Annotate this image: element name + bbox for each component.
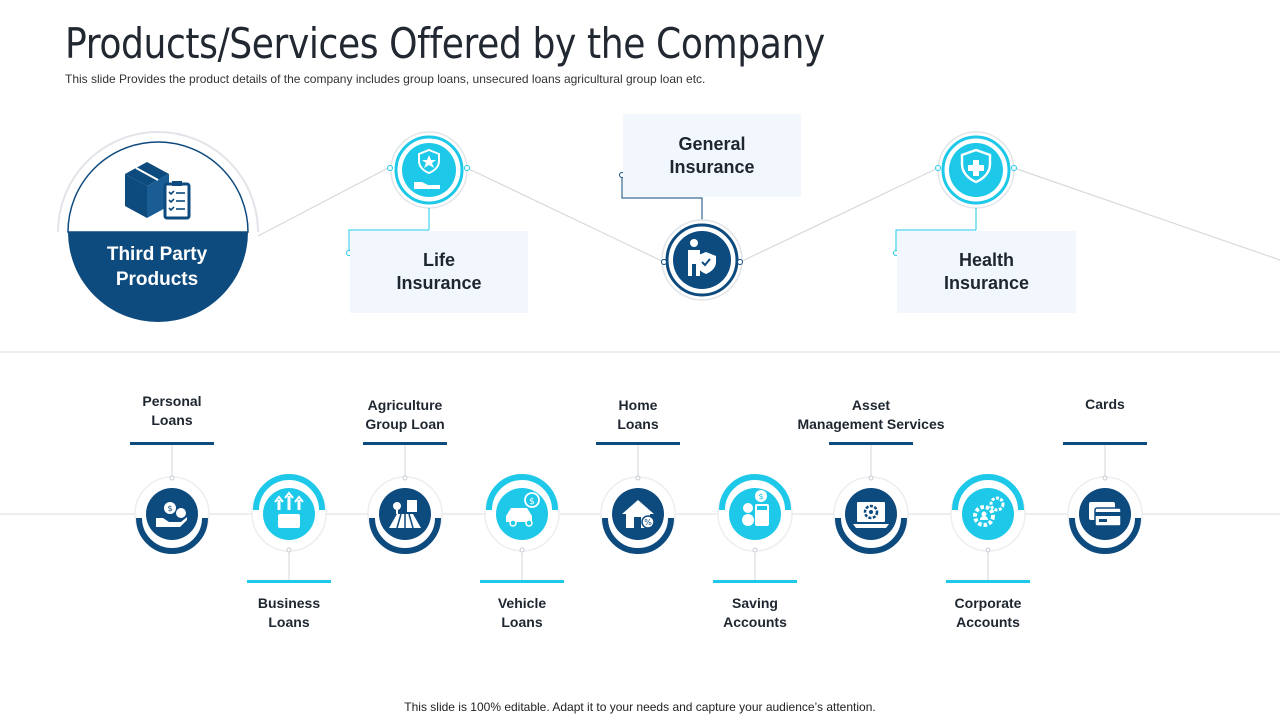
product-nodes: $ $% $	[130, 442, 1147, 583]
person-shield-icon	[688, 239, 716, 276]
svg-text:$: $	[529, 497, 535, 507]
credit-card-icon	[1089, 502, 1122, 527]
product-label: Cards	[1085, 396, 1125, 412]
calculator-coins-icon: $	[742, 490, 769, 526]
house-percent-icon: %	[622, 500, 655, 529]
product-node	[247, 474, 331, 583]
health-insurance-label: Health Insurance	[943, 250, 1030, 293]
general-insurance-label: General Insurance	[669, 133, 755, 177]
health-insurance-node	[893, 131, 1017, 256]
connector-3	[739, 167, 939, 263]
connector-1	[257, 166, 391, 237]
product-node	[1063, 442, 1147, 554]
page-subtitle: This slide Provides the product details …	[65, 72, 706, 86]
life-insurance-node	[346, 131, 470, 256]
product-node: %	[596, 442, 680, 554]
general-insurance-box: General Insurance	[623, 114, 801, 197]
product-node: $	[480, 474, 564, 583]
product-node	[363, 442, 447, 554]
life-insurance-label: Life Insurance	[396, 250, 482, 293]
footer-note: This slide is 100% editable. Adapt it to…	[404, 700, 876, 714]
page-title: Products/Services Offered by the Company	[65, 19, 825, 68]
car-money-icon: $	[506, 492, 540, 527]
health-insurance-box: Health Insurance	[897, 231, 1076, 313]
product-node: $	[130, 442, 214, 554]
third-party-circle	[57, 131, 259, 322]
growth-briefcase-icon	[274, 491, 304, 528]
svg-text:%: %	[644, 518, 652, 527]
box-checklist-icon	[125, 162, 191, 220]
connector-4	[1013, 167, 1280, 261]
product-node	[829, 442, 913, 554]
gears-people-icon	[973, 496, 1005, 527]
svg-text:$: $	[167, 504, 172, 513]
product-node	[946, 474, 1030, 583]
connector-2	[466, 167, 665, 263]
laptop-gear-icon	[853, 502, 889, 528]
hand-money-icon: $	[156, 502, 187, 527]
svg-text:$: $	[758, 492, 763, 501]
general-insurance-node	[619, 172, 743, 301]
life-insurance-box: Life Insurance	[350, 231, 528, 313]
shield-cross-icon	[960, 148, 992, 184]
shield-star-hand-icon	[414, 148, 440, 189]
product-node: $	[713, 474, 797, 583]
farm-field-icon	[389, 500, 421, 529]
